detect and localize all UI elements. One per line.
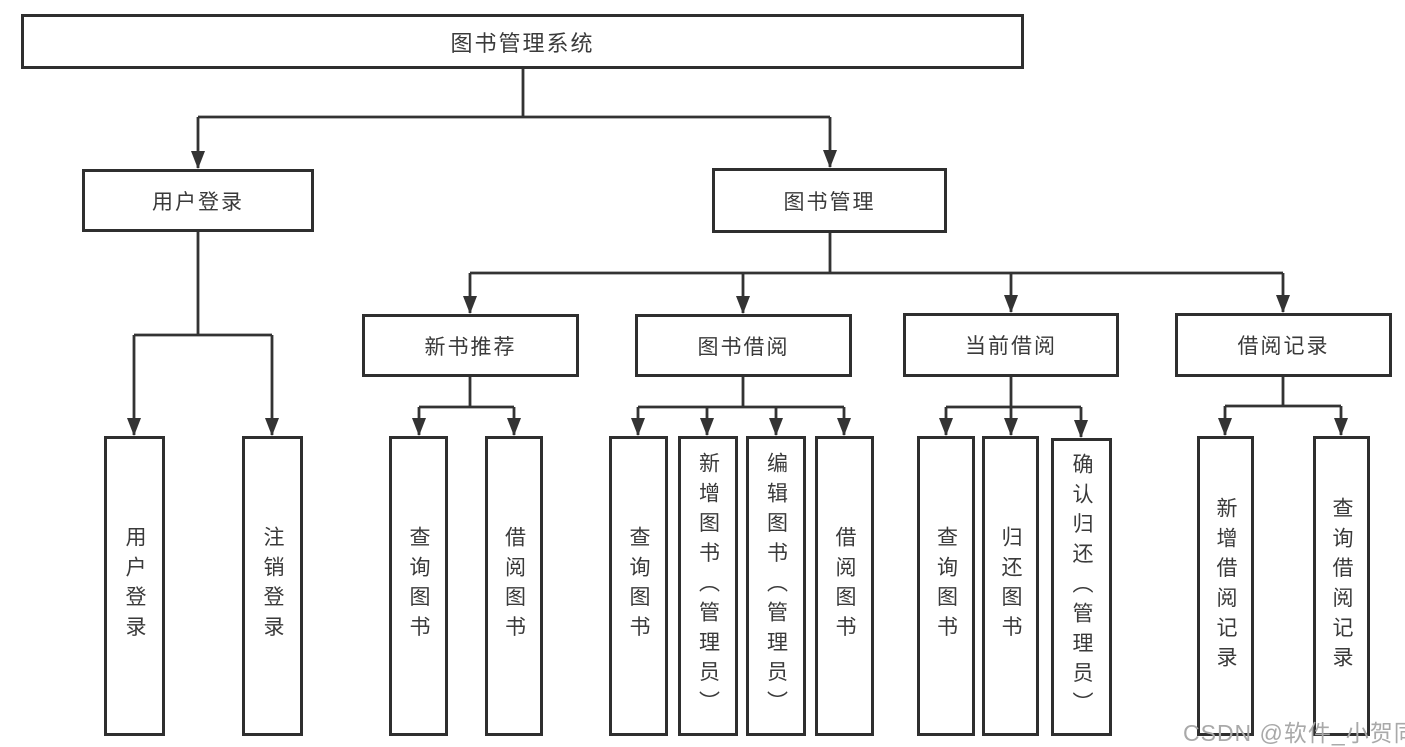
node-label: 查询图书 <box>407 526 430 646</box>
leaf-query-borrow-record: 查询借阅记录 <box>1313 436 1370 736</box>
node-label: 新书推荐 <box>424 335 517 359</box>
leaf-return-book: 归还图书 <box>982 436 1039 736</box>
node-label: 查询图书 <box>934 526 958 646</box>
leaf-confirm-return-admin: 确认归还（管理员） <box>1051 438 1112 736</box>
node-label: 图书管理系统 <box>450 30 595 56</box>
leaf-borrow-book-recommend: 借阅图书 <box>485 436 543 736</box>
node-book-management: 图书管理 <box>712 168 947 233</box>
leaf-add-borrow-record: 新增借阅记录 <box>1197 436 1254 736</box>
leaf-logout: 注销登录 <box>242 436 303 736</box>
node-label: 借阅图书 <box>502 526 526 646</box>
leaf-edit-book-admin: 编辑图书（管理员） <box>746 436 806 736</box>
node-label: 编辑图书（管理员） <box>764 451 788 721</box>
leaf-borrow-book: 借阅图书 <box>815 436 874 736</box>
node-library-system: 图书管理系统 <box>21 14 1024 69</box>
leaf-user-login: 用户登录 <box>104 436 165 736</box>
node-borrow-records: 借阅记录 <box>1175 313 1392 377</box>
node-label: 图书管理 <box>783 190 876 214</box>
node-label: 查询图书 <box>627 526 650 646</box>
node-label: 当前借阅 <box>965 335 1057 358</box>
node-current-borrow: 当前借阅 <box>903 313 1119 377</box>
node-book-borrow: 图书借阅 <box>635 314 852 377</box>
node-label: 注销登录 <box>261 526 284 646</box>
node-label: 借阅图书 <box>833 526 856 646</box>
node-label: 用户登录 <box>152 190 244 214</box>
leaf-add-book-admin: 新增图书（管理员） <box>678 436 738 736</box>
node-user-login: 用户登录 <box>82 169 314 232</box>
leaf-query-book-current: 查询图书 <box>917 436 975 736</box>
leaf-query-book-recommend: 查询图书 <box>389 436 448 736</box>
node-label: 借阅记录 <box>1237 335 1330 358</box>
node-label: 查询借阅记录 <box>1330 496 1353 676</box>
node-label: 归还图书 <box>999 526 1022 646</box>
node-label: 确认归还（管理员） <box>1070 452 1093 722</box>
node-label: 新增图书（管理员） <box>696 451 720 721</box>
leaf-query-book-borrow: 查询图书 <box>609 436 668 736</box>
node-new-book-recommend: 新书推荐 <box>362 314 579 377</box>
csdn-watermark: CSDN @软件_小贺同学 <box>1183 720 1405 746</box>
node-label: 用户登录 <box>123 526 146 646</box>
node-label: 新增借阅记录 <box>1214 496 1237 676</box>
node-label: 图书借阅 <box>697 335 790 359</box>
